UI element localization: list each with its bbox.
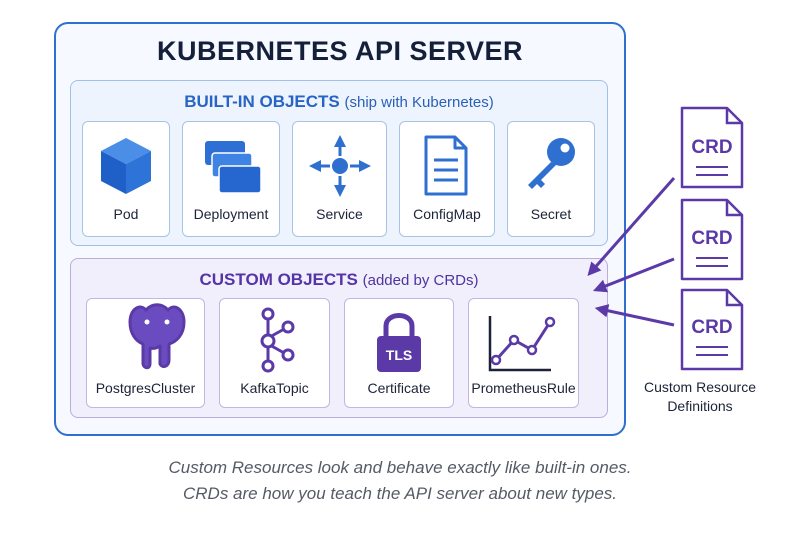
line-graph-icon: [488, 316, 556, 372]
padlock-icon: TLS: [377, 313, 421, 372]
key-icon: [528, 138, 575, 189]
crd-document-3-label: CRD: [691, 317, 732, 338]
kafka-graph-icon: [260, 307, 295, 373]
crd-document-3[interactable]: CRD: [680, 288, 744, 371]
custom-label-prometheusrule: PrometheusRule: [471, 380, 576, 396]
builtin-label-deployment: Deployment: [193, 206, 269, 222]
custom-card-kafkatopic[interactable]: [219, 298, 330, 408]
document-icon: [424, 135, 468, 196]
builtin-label-secret: Secret: [530, 206, 572, 222]
crd-document-1-label: CRD: [691, 137, 732, 158]
builtin-objects-title: BUILT-IN OBJECTS: [184, 92, 340, 111]
crd-document-1[interactable]: CRD: [680, 106, 744, 189]
caption-line-1: Custom Resources look and behave exactly…: [168, 458, 632, 477]
crd-arrow-3: [594, 304, 675, 327]
postgres-elephant-icon: [128, 303, 186, 370]
crd-caption-line-2: Definitions: [667, 398, 733, 414]
cube-icon: [101, 138, 151, 194]
crd-arrow-2: [592, 257, 675, 293]
caption-line-2: CRDs are how you teach the API server ab…: [182, 484, 618, 503]
builtin-label-service: Service: [316, 206, 363, 222]
custom-objects-subtitle: (added by CRDs): [362, 272, 479, 289]
builtin-card-secret[interactable]: [507, 121, 595, 237]
builtin-label-configmap: ConfigMap: [413, 206, 481, 222]
crd-caption: Custom Resource Definitions: [640, 378, 760, 416]
network-hub-icon: [309, 135, 371, 197]
api-server-title: KUBERNETES API SERVER: [156, 36, 524, 66]
crd-document-2-label: CRD: [691, 228, 732, 249]
builtin-objects-subtitle: (ship with Kubernetes): [344, 94, 494, 111]
crd-arrows: [587, 177, 676, 327]
custom-card-prometheusrule[interactable]: [468, 298, 579, 408]
custom-label-postgrescluster: PostgresCluster: [95, 380, 196, 396]
crd-document-2[interactable]: CRD: [680, 198, 744, 281]
crd-caption-line-1: Custom Resource: [643, 379, 757, 395]
builtin-label-pod: Pod: [113, 206, 139, 222]
custom-objects-header: CUSTOM OBJECTS (added by CRDs): [70, 270, 608, 290]
builtin-objects-header: BUILT-IN OBJECTS (ship with Kubernetes): [70, 92, 608, 112]
custom-objects-title: CUSTOM OBJECTS: [199, 270, 358, 289]
stacked-cards-icon: [205, 141, 262, 194]
custom-label-kafkatopic: KafkaTopic: [240, 380, 309, 396]
crd-arrow-1: [587, 177, 676, 277]
tls-badge-text: TLS: [386, 347, 412, 363]
custom-label-certificate: Certificate: [367, 380, 431, 396]
